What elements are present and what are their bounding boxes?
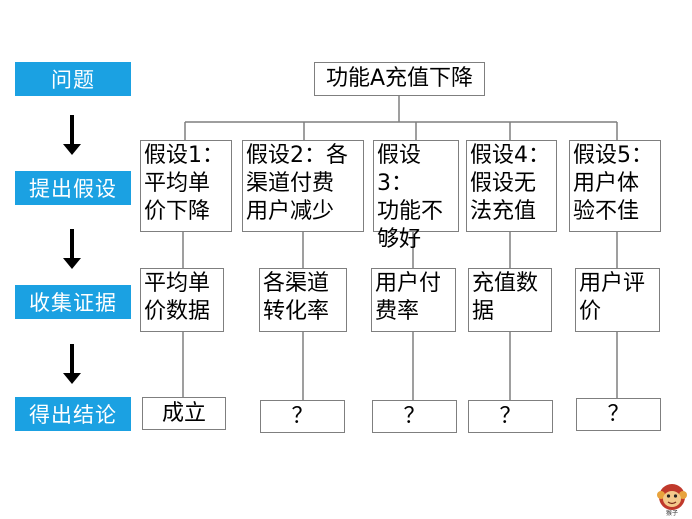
- problem-text: 功能A充值下降: [325, 66, 474, 91]
- conclusion-text: ？: [607, 401, 630, 427]
- down-arrow-icon: [63, 229, 81, 269]
- evidence-box-3: 用户付 费率: [371, 268, 456, 332]
- conclusion-text: ？: [291, 403, 314, 429]
- conclusion-box-4: ？: [468, 400, 553, 433]
- down-arrow-icon: [63, 115, 81, 155]
- hypothesis-box-1: 假设1： 平均单 价下降: [140, 140, 232, 232]
- hypothesis-box-5: 假设5： 用户体 验不佳: [569, 140, 661, 232]
- hypothesis-text: 假设4： 假设无 法充值: [470, 143, 550, 224]
- conclusion-box-3: ？: [372, 400, 457, 433]
- problem-box: 功能A充值下降: [314, 62, 485, 96]
- logo-text: 猴子: [666, 509, 678, 516]
- conclusion-box-2: ？: [260, 400, 345, 433]
- hypothesis-box-4: 假设4： 假设无 法充值: [466, 140, 557, 232]
- hypothesis-box-2: 假设2：各 渠道付费 用户减少: [242, 140, 364, 232]
- evidence-box-2: 各渠道 转化率: [259, 268, 347, 332]
- evidence-text: 平均单 价数据: [144, 271, 211, 324]
- hypothesis-box-3: 假设3： 功能不 够好: [373, 140, 459, 252]
- conclusion-text: 成立: [161, 400, 206, 426]
- step-conclusion: 得出结论: [15, 397, 131, 431]
- evidence-text: 用户评 价: [579, 271, 646, 324]
- monkey-logo-icon: 猴子: [657, 484, 687, 516]
- step-evidence: 收集证据: [15, 285, 131, 319]
- conclusion-box-5: ？: [576, 398, 661, 431]
- evidence-box-4: 充值数 据: [468, 268, 552, 332]
- evidence-text: 各渠道 转化率: [263, 271, 330, 324]
- hypothesis-text: 假设3： 功能不 够好: [377, 143, 444, 252]
- hypothesis-text: 假设1： 平均单 价下降: [144, 143, 224, 224]
- evidence-text: 用户付 费率: [375, 271, 442, 324]
- conclusion-text: ？: [499, 403, 522, 429]
- step-hypothesis: 提出假设: [15, 171, 131, 205]
- conclusion-box-1: 成立: [142, 397, 226, 430]
- evidence-text: 充值数 据: [472, 271, 539, 324]
- down-arrow-icon: [63, 344, 81, 384]
- evidence-box-5: 用户评 价: [575, 268, 660, 332]
- evidence-box-1: 平均单 价数据: [140, 268, 224, 332]
- hypothesis-text: 假设5： 用户体 验不佳: [573, 143, 653, 224]
- conclusion-text: ？: [403, 403, 426, 429]
- step-problem: 问题: [15, 62, 131, 96]
- hypothesis-text: 假设2：各 渠道付费 用户减少: [246, 143, 348, 224]
